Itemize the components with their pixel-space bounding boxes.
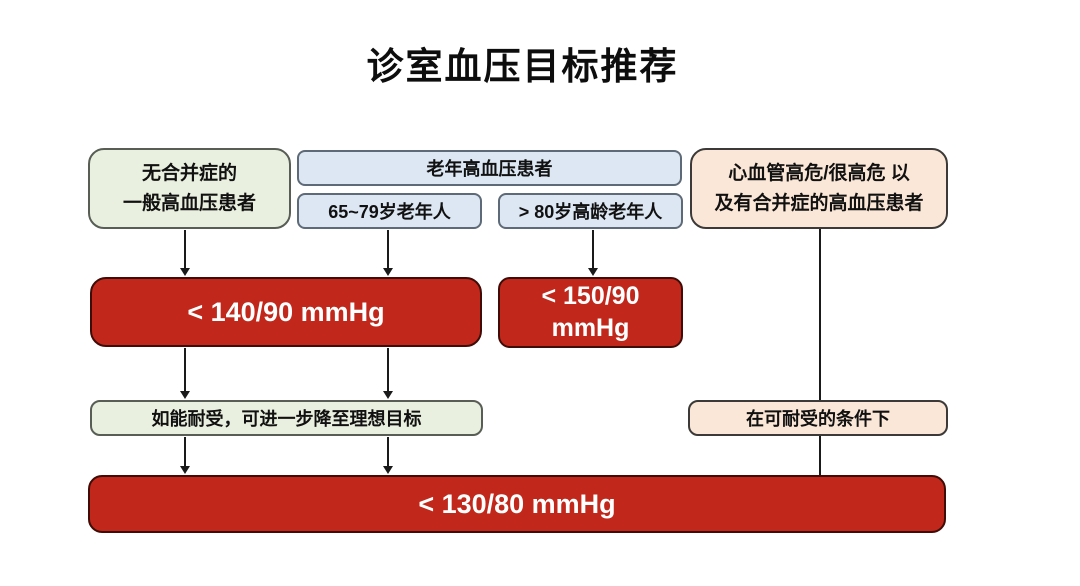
box-target-150-90: < 150/90 mmHg — [498, 277, 683, 348]
box-uncomplicated-patients: 无合并症的 一般高血压患者 — [88, 148, 291, 229]
box-high-risk-patients: 心血管高危/很高危 以 及有合并症的高血压患者 — [690, 148, 948, 229]
connector-line — [819, 229, 821, 475]
box-under-tolerable-conditions: 在可耐受的条件下 — [688, 400, 948, 436]
box-text-line: > 80岁高龄老年人 — [518, 202, 663, 222]
down-arrow — [179, 348, 191, 399]
down-arrow — [382, 230, 394, 276]
down-arrow — [382, 437, 394, 474]
box-text-line: 及有合并症的高血压患者 — [714, 192, 924, 214]
box-if-tolerated-ideal-target: 如能耐受，可进一步降至理想目标 — [90, 400, 483, 436]
box-text-line: < 130/80 mmHg — [418, 488, 616, 519]
down-arrow — [179, 437, 191, 474]
box-text-line: 无合并症的 — [141, 163, 237, 185]
box-text-line: 心血管高危/很高危 以 — [728, 163, 910, 185]
box-text-line: 一般高血压患者 — [122, 192, 256, 214]
box-text-line: mmHg — [551, 313, 630, 342]
down-arrow — [382, 348, 394, 399]
box-text-line: < 140/90 mmHg — [187, 296, 385, 327]
box-text-line: 65~79岁老年人 — [328, 202, 451, 222]
box-text-line: < 150/90 — [541, 282, 640, 311]
box-elderly-hypertension-header: 老年高血压患者 — [297, 150, 682, 186]
box-age-over-80: > 80岁高龄老年人 — [498, 193, 683, 229]
down-arrow — [179, 230, 191, 276]
box-target-130-80: < 130/80 mmHg — [88, 475, 946, 533]
box-target-140-90: < 140/90 mmHg — [90, 277, 482, 347]
box-text-line: 如能耐受，可进一步降至理想目标 — [151, 409, 422, 429]
down-arrow — [587, 230, 599, 276]
page-title: 诊室血压目标推荐 — [366, 46, 679, 87]
box-age-65-79: 65~79岁老年人 — [297, 193, 482, 229]
box-text-line: 在可耐受的条件下 — [746, 409, 890, 429]
box-text-line: 老年高血压患者 — [426, 159, 553, 179]
